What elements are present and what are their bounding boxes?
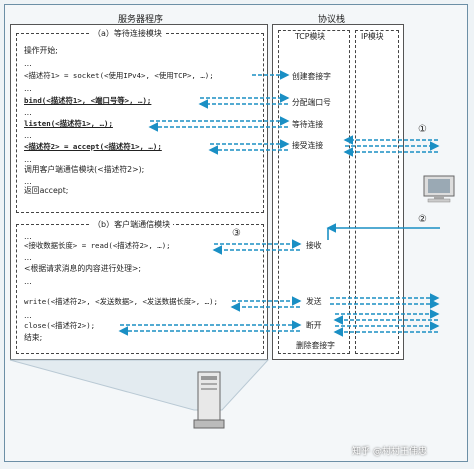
- code-line-a11: …: [24, 177, 32, 186]
- tcp-label-send: 发送: [306, 297, 322, 306]
- marker-2: ②: [418, 214, 427, 225]
- code-line-b3: <根据请求消息的内容进行处理>;: [24, 264, 142, 273]
- marker-1: ①: [418, 124, 427, 135]
- code-line-a7: …: [24, 131, 32, 140]
- server-tower-icon: [193, 371, 225, 429]
- code-line-a12: 返回accept;: [24, 186, 69, 195]
- tcp-label-assign-port: 分配端口号: [292, 98, 331, 107]
- server-funnel: [9, 359, 270, 411]
- code-line-a10: 调用客户端通信模块(<描述符2>);: [24, 165, 145, 174]
- tcp-label-wait-connection: 等待连接: [292, 120, 324, 129]
- watermark: 知乎 @村村王伟忠: [352, 447, 427, 457]
- code-line-b2: …: [24, 253, 32, 262]
- code-line-b5: write(<描述符2>, <发送数据>, <发送数据长度>, …);: [24, 297, 218, 306]
- code-line-a6: listen(<描述符1>, …);: [24, 119, 113, 128]
- protocol-stack-header: 协议栈: [318, 15, 346, 25]
- tcp-module-box: [278, 30, 350, 354]
- server-program-panel: [10, 24, 268, 360]
- tcp-label-receive: 接收: [306, 241, 322, 250]
- code-line-a4: bind(<描述符1>, <端口号等>, …);: [24, 96, 152, 105]
- code-line-b1: <接收数据长度> = read(<描述符2>, …);: [24, 241, 171, 250]
- code-line-b8: 结束;: [24, 333, 43, 342]
- client-monitor-icon: [423, 175, 455, 203]
- code-line-b4: …: [24, 277, 32, 286]
- tcp-label-disconnect: 断开: [306, 321, 322, 330]
- code-line-a1: …: [24, 59, 32, 68]
- code-line-b6: …: [24, 311, 32, 320]
- marker-3: ③: [232, 228, 241, 239]
- client-comm-module-title: （b）客户端通信模块: [90, 219, 174, 230]
- code-line-b7: close(<描述符2>);: [24, 321, 96, 330]
- code-line-a9: …: [24, 155, 32, 164]
- tcp-module-label: TCP模块: [295, 32, 326, 41]
- code-line-a0: 操作开始;: [24, 46, 58, 55]
- server-program-header: 服务器程序: [118, 15, 164, 25]
- code-line-a5: …: [24, 108, 32, 117]
- code-line-a3: …: [24, 84, 32, 93]
- ip-module-label: IP模块: [361, 32, 384, 41]
- code-line-a8: <描述符2> = accept(<描述符1>, …);: [24, 142, 162, 151]
- tcp-label-accept-connection: 接受连接: [292, 141, 324, 150]
- code-line-a2: <描述符1> = socket(<使用IPv4>, <使用TCP>, …);: [24, 71, 214, 80]
- code-line-b0: …: [24, 232, 32, 241]
- tcp-label-delete-socket: 删除套接字: [296, 341, 335, 350]
- ip-module-box: [355, 30, 399, 354]
- tcp-label-create-socket: 创建套接字: [292, 72, 331, 81]
- wait-connection-module-title: （a）等待连接模块: [90, 28, 165, 39]
